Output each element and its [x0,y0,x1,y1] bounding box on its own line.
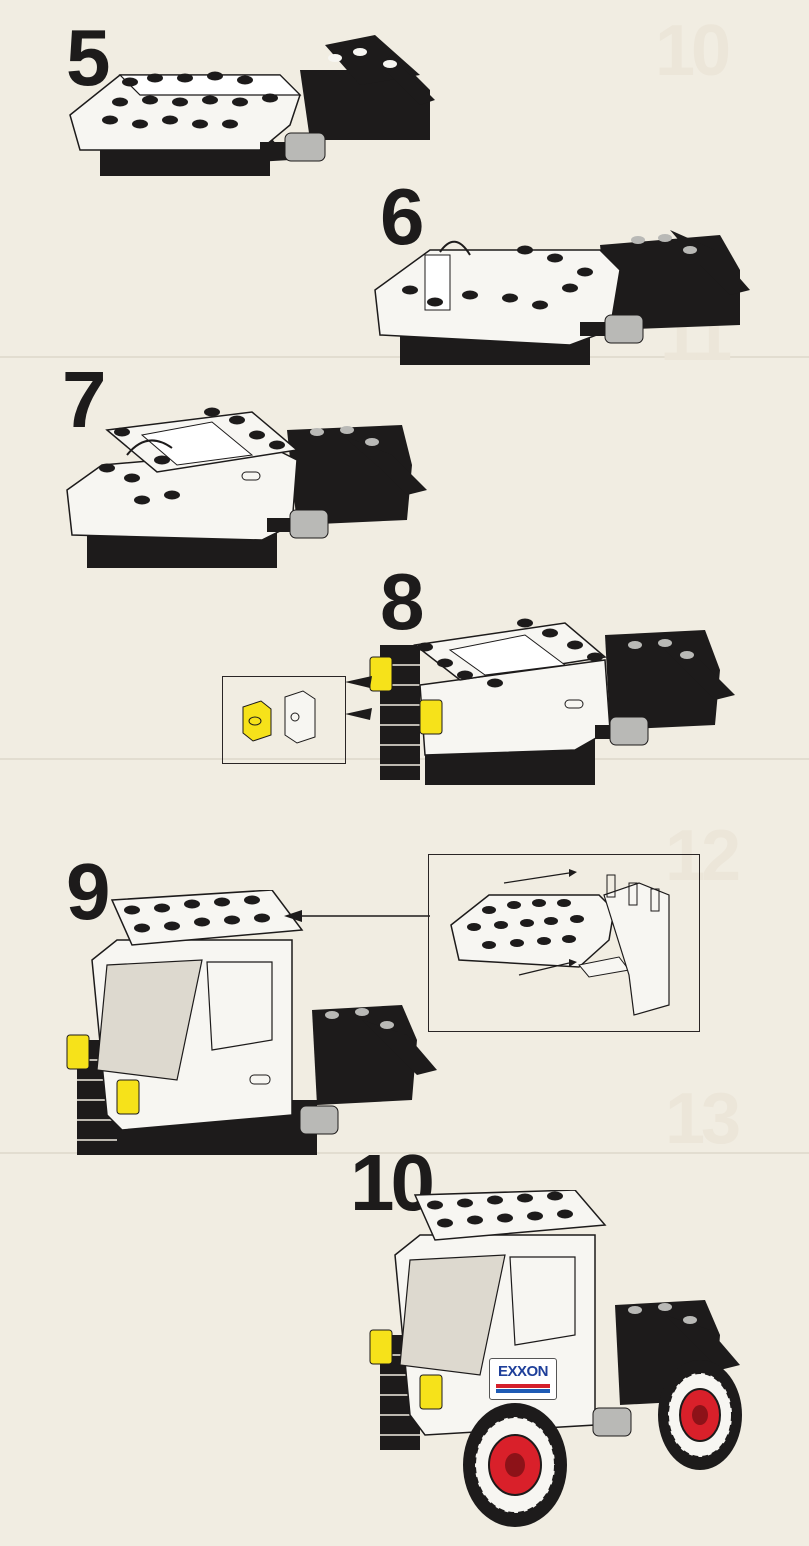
logo-text: EXXON [490,1363,556,1380]
step-9-illustration [62,890,442,1165]
step-7-illustration [62,400,432,575]
step-8-arrows [340,668,380,728]
logo-stripe-blue [496,1389,550,1393]
step-5-illustration [60,30,440,190]
ghost-step-number: 10 [655,10,727,92]
step-10-illustration [365,1190,755,1535]
step-9-arrow [282,906,432,926]
ghost-step-number: 13 [665,1078,737,1160]
logo-stripe-red [496,1384,550,1388]
step-9-parts-inset [428,854,700,1032]
exxon-logo-sticker: EXXON [489,1358,557,1400]
step-6-illustration [370,210,760,380]
step-8-parts-inset [222,676,346,764]
step-8-illustration [365,605,755,795]
